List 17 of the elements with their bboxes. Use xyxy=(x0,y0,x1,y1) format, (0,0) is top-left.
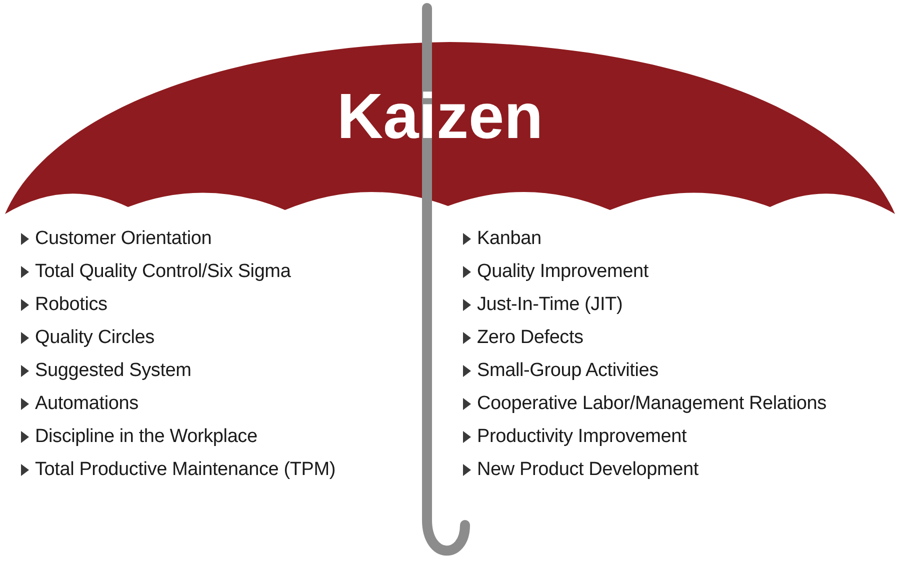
list-item: Productivity Improvement xyxy=(477,426,687,448)
list-item: Automations xyxy=(35,393,138,415)
list-item: Robotics xyxy=(35,294,108,316)
list-item: Cooperative Labor/Management Relations xyxy=(477,393,826,415)
list-item: Just-In-Time (JIT) xyxy=(477,294,623,316)
list-item: Quality Improvement xyxy=(477,261,648,283)
list-item: Customer Orientation xyxy=(35,228,212,250)
list-item: Zero Defects xyxy=(477,327,584,349)
list-item: Total Productive Maintenance (TPM) xyxy=(35,459,336,481)
list-item: Discipline in the Workplace xyxy=(35,426,258,448)
list-item: Suggested System xyxy=(35,360,192,382)
title: Kaizen xyxy=(336,79,544,154)
list-item: Quality Circles xyxy=(35,327,154,349)
list-item: New Product Development xyxy=(477,459,698,481)
list-item: Small-Group Activities xyxy=(477,360,658,382)
list-item: Kanban xyxy=(477,228,542,250)
list-item: Total Quality Control/Six Sigma xyxy=(35,261,291,283)
